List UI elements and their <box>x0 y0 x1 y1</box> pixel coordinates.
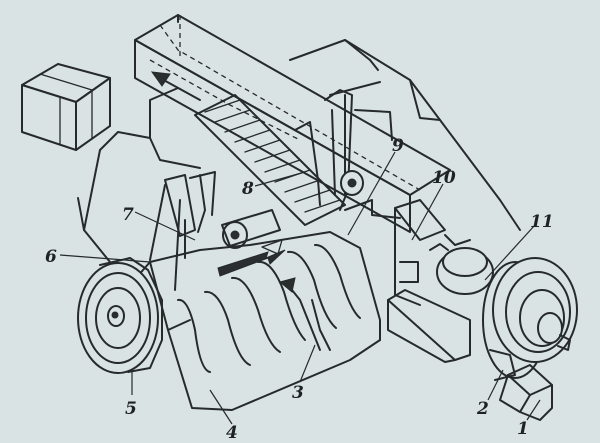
callout-1: 1 <box>517 419 529 439</box>
knotter-assembly <box>149 81 381 291</box>
pickup-drum <box>129 231 381 411</box>
callout-10: 10 <box>432 168 456 188</box>
callout-11: 11 <box>530 212 554 232</box>
callout-7: 7 <box>122 205 134 225</box>
finished-bale <box>21 63 111 151</box>
callout-labels: 1 2 3 4 5 6 7 8 9 10 11 <box>45 136 554 443</box>
callout-9: 9 <box>392 136 404 156</box>
bale-chamber <box>134 14 451 233</box>
callout-6: 6 <box>45 247 57 267</box>
plunger <box>150 71 346 226</box>
feed-arrows <box>217 239 331 351</box>
callout-5: 5 <box>125 399 137 419</box>
callout-2: 2 <box>476 399 489 419</box>
left-wheel <box>77 257 163 374</box>
frame <box>77 39 521 263</box>
drive-side <box>344 199 578 421</box>
leader-lines <box>59 151 541 425</box>
callout-4: 4 <box>226 423 238 443</box>
callout-3: 3 <box>292 383 304 403</box>
callout-8: 8 <box>241 179 254 199</box>
rollers <box>221 170 364 249</box>
